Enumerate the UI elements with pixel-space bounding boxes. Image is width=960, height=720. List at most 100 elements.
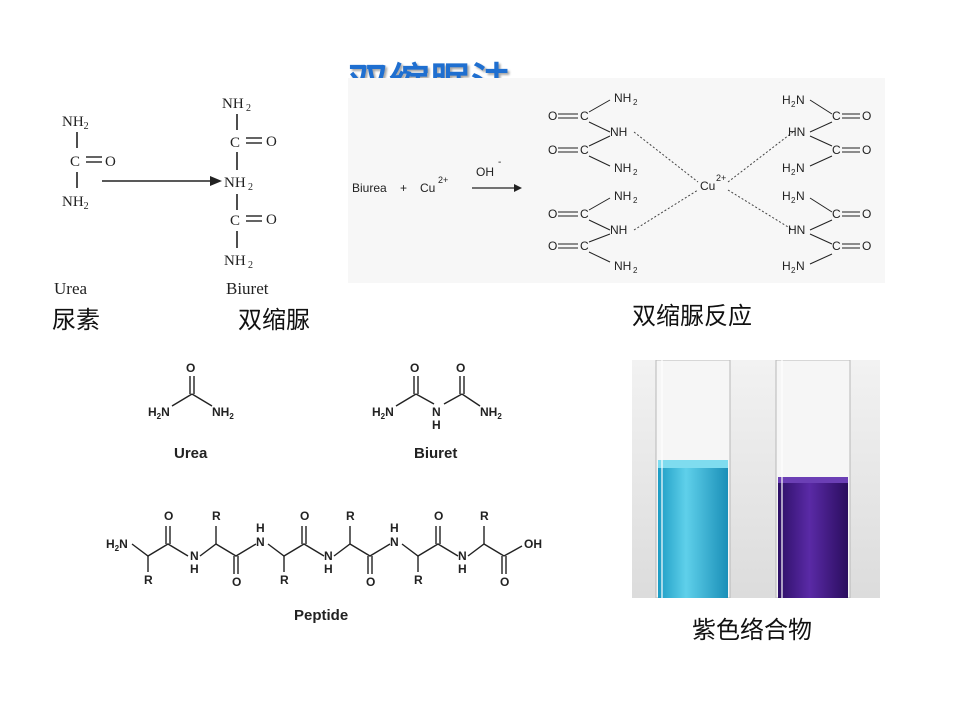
urea-nh2-bottom: NH2: [62, 194, 89, 212]
svg-text:NH: NH: [222, 96, 244, 112]
svg-text:2: 2: [633, 98, 638, 107]
caption-reaction: 双缩脲反应: [632, 302, 752, 330]
svg-text:C: C: [580, 207, 589, 221]
svg-text:2: 2: [791, 168, 796, 177]
catalyst-label: OH: [476, 165, 494, 179]
svg-text:O: O: [548, 239, 557, 253]
svg-text:2: 2: [791, 196, 796, 205]
svg-text:-: -: [498, 157, 501, 168]
svg-text:2: 2: [248, 260, 253, 271]
svg-text:O: O: [186, 361, 195, 375]
svg-text:R: R: [480, 509, 489, 523]
svg-text:O: O: [548, 143, 557, 157]
caption-purple-complex: 紫色络合物: [692, 616, 812, 644]
svg-text:C: C: [832, 109, 841, 123]
svg-text:O: O: [232, 575, 241, 589]
svg-text:N: N: [256, 535, 265, 549]
biuret-structure-label: Biuret: [414, 445, 457, 462]
svg-text:H: H: [324, 562, 333, 576]
svg-text:H2N: H2N: [148, 405, 170, 421]
svg-text:N: N: [432, 405, 441, 419]
svg-text:N: N: [190, 549, 199, 563]
svg-text:C: C: [832, 207, 841, 221]
svg-text:O: O: [266, 134, 277, 150]
urea-carbon: C: [70, 154, 80, 170]
svg-text:2: 2: [633, 266, 638, 275]
svg-text:O: O: [862, 207, 871, 221]
svg-text:H: H: [432, 418, 441, 432]
svg-text:H: H: [458, 562, 467, 576]
test-tube-photo: [632, 360, 880, 598]
svg-text:OH: OH: [524, 537, 542, 551]
caption-urea: 尿素: [52, 306, 100, 334]
svg-text:H: H: [782, 259, 791, 273]
svg-text:2: 2: [248, 182, 253, 193]
urea-skeletal: O H2N NH2 Urea: [148, 361, 234, 462]
svg-text:N: N: [390, 535, 399, 549]
reactant-label: Biurea: [352, 181, 387, 195]
svg-text:O: O: [456, 361, 465, 375]
svg-text:R: R: [414, 573, 423, 587]
svg-text:O: O: [500, 575, 509, 589]
svg-text:N: N: [796, 189, 805, 203]
urea-structure-label: Urea: [174, 445, 208, 462]
peptide-skeletal: H2N R O N H R O H N R O N H R O H N R: [106, 509, 542, 624]
svg-text:2: 2: [791, 100, 796, 109]
svg-text:N: N: [796, 259, 805, 273]
caption-biuret: 双缩脲: [238, 306, 310, 334]
svg-text:O: O: [862, 143, 871, 157]
svg-text:2: 2: [633, 168, 638, 177]
urea-label: Urea: [54, 279, 87, 298]
svg-text:O: O: [410, 361, 419, 375]
svg-text:NH2: NH2: [212, 405, 234, 421]
svg-text:C: C: [832, 239, 841, 253]
svg-text:R: R: [212, 509, 221, 523]
center-cu-ion: Cu: [700, 179, 715, 193]
biuret-skeletal: O O H2N N H NH2 Biuret: [372, 361, 502, 462]
svg-text:O: O: [434, 509, 443, 523]
svg-text:N: N: [796, 93, 805, 107]
svg-text:NH2: NH2: [480, 405, 502, 421]
svg-text:R: R: [144, 573, 153, 587]
svg-text:H2N: H2N: [106, 537, 128, 553]
svg-text:2: 2: [246, 103, 251, 114]
svg-text:NH: NH: [224, 175, 246, 191]
svg-text:C: C: [230, 213, 240, 229]
svg-text:N: N: [324, 549, 333, 563]
svg-text:N: N: [796, 161, 805, 175]
purple-test-tube: [775, 360, 851, 598]
svg-text:2: 2: [633, 196, 638, 205]
svg-text:2+: 2+: [716, 173, 726, 183]
svg-text:HN: HN: [788, 125, 805, 139]
reaction-arrow: [102, 176, 222, 186]
svg-text:2: 2: [791, 266, 796, 275]
svg-text:R: R: [280, 573, 289, 587]
svg-text:HN: HN: [788, 223, 805, 237]
svg-text:NH: NH: [614, 259, 631, 273]
svg-text:C: C: [580, 143, 589, 157]
svg-text:O: O: [300, 509, 309, 523]
svg-text:O: O: [862, 239, 871, 253]
svg-text:R: R: [346, 509, 355, 523]
svg-text:H: H: [782, 161, 791, 175]
svg-text:H: H: [256, 521, 265, 535]
svg-text:C: C: [832, 143, 841, 157]
svg-text:O: O: [862, 109, 871, 123]
svg-text:+: +: [400, 181, 407, 195]
urea-structure: NH2 C O NH2: [62, 114, 116, 212]
svg-text:C: C: [230, 135, 240, 151]
urea-biuret-peptide-structures: O H2N NH2 Urea O O H2N N H NH2 Biuret H2…: [106, 361, 542, 624]
urea-oxygen: O: [105, 154, 116, 170]
coordination-bonds: [633, 131, 794, 231]
svg-text:NH: NH: [614, 189, 631, 203]
svg-text:H: H: [190, 562, 199, 576]
svg-text:Cu: Cu: [420, 181, 435, 195]
svg-text:O: O: [548, 109, 557, 123]
